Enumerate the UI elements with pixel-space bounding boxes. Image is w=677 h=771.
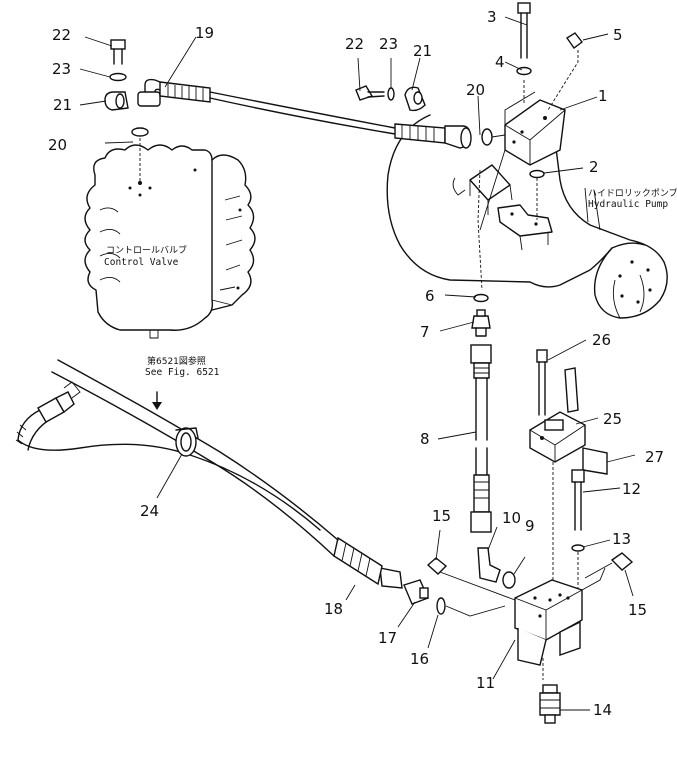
hydraulic-pump-caption-en: Hydraulic Pump bbox=[588, 199, 668, 210]
callout-17: 17 bbox=[378, 629, 397, 647]
hand-pump-assembly bbox=[514, 349, 608, 724]
callout-24: 24 bbox=[140, 502, 159, 520]
captions: コントロールバルブ Control Valve ハイドロリックポンプ Hydra… bbox=[104, 188, 677, 378]
callout-20a: 20 bbox=[48, 136, 67, 154]
callout-15a: 15 bbox=[432, 507, 451, 525]
callout-13: 13 bbox=[612, 530, 631, 548]
see-fig-caption-en: See Fig. 6521 bbox=[145, 367, 220, 378]
callout-23a: 23 bbox=[52, 60, 71, 78]
hydraulic-pump-drawing bbox=[386, 91, 668, 319]
leader-lines bbox=[79, 16, 636, 711]
callout-11: 11 bbox=[476, 674, 495, 692]
callout-labels: 3 4 5 1 2 6 7 8 9 10 11 12 13 14 15 15 1… bbox=[48, 8, 664, 719]
control-valve-caption-en: Control Valve bbox=[104, 257, 179, 268]
callout-21b: 21 bbox=[413, 42, 432, 60]
control-valve-drawing bbox=[84, 138, 256, 339]
callout-12: 12 bbox=[622, 480, 641, 498]
control-valve-caption-jp: コントロールバルブ bbox=[106, 244, 187, 256]
callout-26: 26 bbox=[592, 331, 611, 349]
callout-10: 10 bbox=[502, 509, 521, 527]
hydraulic-pump-caption-jp: ハイドロリックポンプ bbox=[588, 188, 677, 199]
callout-18: 18 bbox=[324, 600, 343, 618]
callout-5: 5 bbox=[613, 26, 623, 44]
callout-2: 2 bbox=[589, 158, 599, 176]
callout-9: 9 bbox=[525, 517, 535, 535]
callout-20b: 20 bbox=[466, 81, 485, 99]
callout-3: 3 bbox=[487, 8, 497, 26]
callout-22b: 22 bbox=[345, 35, 364, 53]
callout-27: 27 bbox=[645, 448, 664, 466]
pump-fasteners bbox=[355, 2, 583, 220]
callout-16: 16 bbox=[410, 650, 429, 668]
callout-14: 14 bbox=[593, 701, 612, 719]
callout-8: 8 bbox=[420, 430, 430, 448]
callout-23b: 23 bbox=[379, 35, 398, 53]
callout-22a: 22 bbox=[52, 26, 71, 44]
center-pipe-assembly bbox=[470, 149, 516, 589]
callout-15b: 15 bbox=[628, 601, 647, 619]
callout-7: 7 bbox=[420, 323, 430, 341]
valve-fasteners bbox=[104, 39, 149, 137]
callout-25: 25 bbox=[603, 410, 622, 428]
callout-1: 1 bbox=[598, 87, 608, 105]
lower-fittings bbox=[333, 536, 634, 617]
callout-19: 19 bbox=[195, 24, 214, 42]
callout-6: 6 bbox=[425, 287, 435, 305]
long-hose-24 bbox=[15, 359, 339, 557]
callout-4: 4 bbox=[495, 53, 505, 71]
callout-21a: 21 bbox=[53, 96, 72, 114]
see-fig-caption-jp: 第6521図参照 bbox=[147, 355, 206, 367]
hose-19 bbox=[137, 78, 472, 149]
